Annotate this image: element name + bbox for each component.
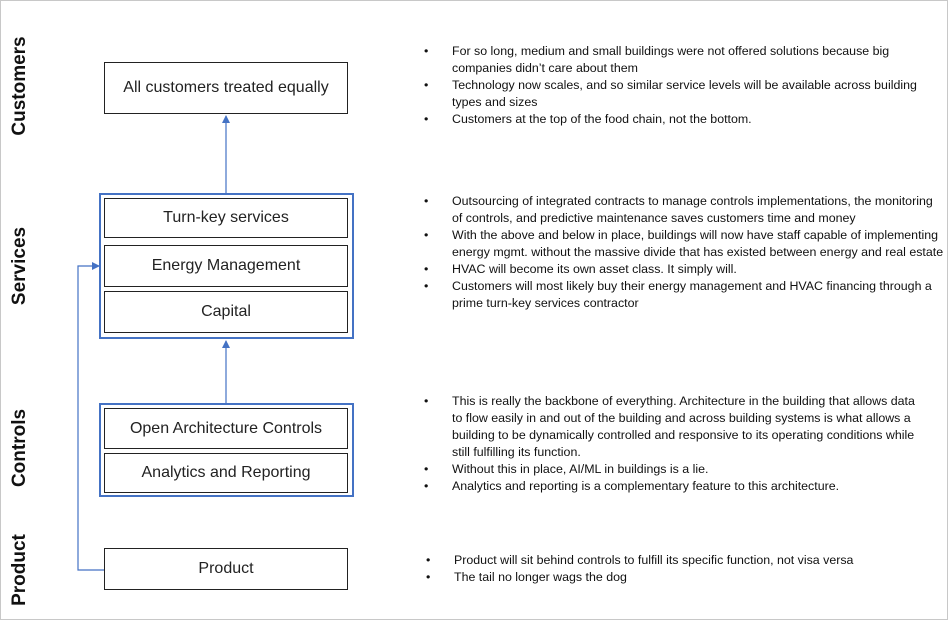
- capital-box: Capital: [104, 291, 348, 333]
- list-item: •With the above and below in place, buil…: [424, 228, 944, 259]
- bullet-icon: •: [424, 194, 429, 208]
- bullet-icon: •: [424, 279, 429, 293]
- list-item: •This is really the backbone of everythi…: [424, 394, 915, 459]
- services-group: [99, 193, 354, 339]
- list-item: •Customers at the top of the food chain,…: [424, 112, 752, 126]
- list-item: •Technology now scales, and so similar s…: [424, 78, 917, 109]
- bullet-icon: •: [426, 553, 431, 567]
- bullet-icon: •: [424, 462, 429, 476]
- bullet-icon: •: [424, 112, 429, 126]
- list-item: •Outsourcing of integrated contracts to …: [424, 194, 933, 225]
- list-item: •For so long, medium and small buildings…: [424, 44, 890, 75]
- bullet-icon: •: [424, 78, 429, 92]
- customers-box: All customers treated equally: [104, 62, 348, 114]
- bullet-icon: •: [424, 228, 429, 242]
- customers-notes: •For so long, medium and small buildings…: [422, 43, 942, 128]
- bullet-icon: •: [424, 44, 429, 58]
- bullet-icon: •: [424, 479, 429, 493]
- list-item: •Analytics and reporting is a complement…: [424, 479, 840, 493]
- list-item: •Product will sit behind controls to ful…: [426, 553, 854, 567]
- controls-notes: •This is really the backbone of everythi…: [422, 393, 927, 495]
- energy-management-box: Energy Management: [104, 245, 348, 287]
- product-box: Product: [104, 548, 348, 590]
- list-item: •The tail no longer wags the dog: [426, 570, 627, 584]
- list-item: •Without this in place, AI/ML in buildin…: [424, 462, 709, 476]
- product-notes: •Product will sit behind controls to ful…: [424, 552, 924, 586]
- bullet-icon: •: [424, 262, 429, 276]
- bullet-icon: •: [426, 570, 431, 584]
- arrow-product-to-services: [77, 262, 104, 571]
- analytics-reporting-box: Analytics and Reporting: [104, 453, 348, 493]
- list-item: •HVAC will become its own asset class. I…: [424, 262, 737, 276]
- bullet-icon: •: [424, 394, 429, 408]
- turnkey-services-box: Turn-key services: [104, 198, 348, 238]
- controls-group: [99, 403, 354, 497]
- list-item: •Customers will most likely buy their en…: [424, 279, 932, 310]
- open-architecture-controls-box: Open Architecture Controls: [104, 408, 348, 449]
- services-notes: •Outsourcing of integrated contracts to …: [422, 193, 944, 312]
